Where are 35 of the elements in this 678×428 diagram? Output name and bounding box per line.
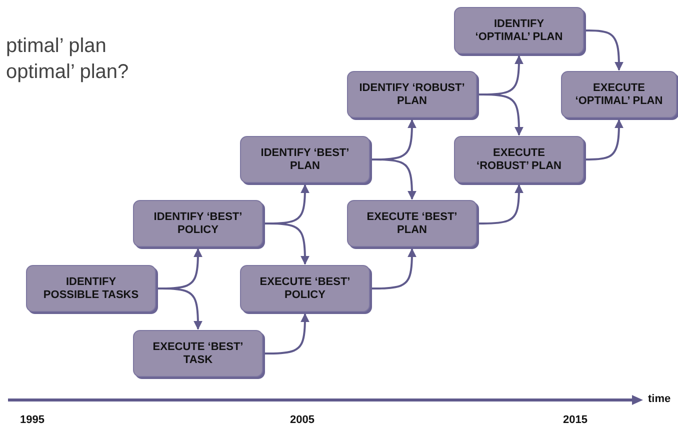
- process-box: [347, 71, 477, 118]
- curved-arrow: [477, 184, 524, 224]
- box-label: IDENTIFY ‘OPTIMAL’ PLAN: [474, 18, 564, 44]
- box-label: IDENTIFY ‘BEST’ POLICY: [152, 210, 244, 236]
- heading-text: optimal’ plan?: [6, 61, 129, 84]
- curved-arrow: [156, 288, 202, 330]
- box-label: EXECUTE ‘BEST’ TASK: [152, 340, 244, 366]
- box-label: IDENTIFY ‘BEST’ PLAN: [260, 146, 350, 172]
- curved-arrow: [584, 119, 624, 160]
- process-box: [240, 265, 370, 312]
- box-label: EXECUTE ‘BEST’ PLAN: [366, 210, 458, 236]
- process-box: [26, 265, 156, 312]
- curved-arrow: [263, 313, 310, 354]
- process-box: [454, 136, 584, 183]
- year-label: 2015: [563, 414, 588, 426]
- heading-text: ptimal’ plan: [6, 35, 106, 58]
- curved-arrow: [477, 94, 524, 136]
- axis-label: time: [648, 393, 671, 405]
- process-box: [133, 200, 263, 247]
- year-label: 2005: [290, 414, 314, 426]
- curved-arrow: [370, 248, 416, 290]
- process-box: [240, 136, 370, 183]
- process-box: [454, 7, 584, 54]
- curved-arrow: [263, 222, 310, 265]
- process-box: [133, 330, 263, 377]
- box-label: IDENTIFY POSSIBLE TASKS: [42, 276, 140, 302]
- box-label: EXECUTE ‘ROBUST’ PLAN: [476, 146, 562, 172]
- box-label: EXECUTE ‘OPTIMAL’ PLAN: [574, 82, 664, 108]
- process-box: [347, 200, 477, 247]
- year-label: 1995: [20, 414, 44, 426]
- curved-arrow: [584, 30, 624, 71]
- process-box: [561, 71, 677, 118]
- box-label: IDENTIFY ‘ROBUST’ PLAN: [359, 82, 465, 108]
- curved-arrow: [370, 158, 416, 200]
- box-label: EXECUTE ‘BEST’ POLICY: [258, 276, 352, 302]
